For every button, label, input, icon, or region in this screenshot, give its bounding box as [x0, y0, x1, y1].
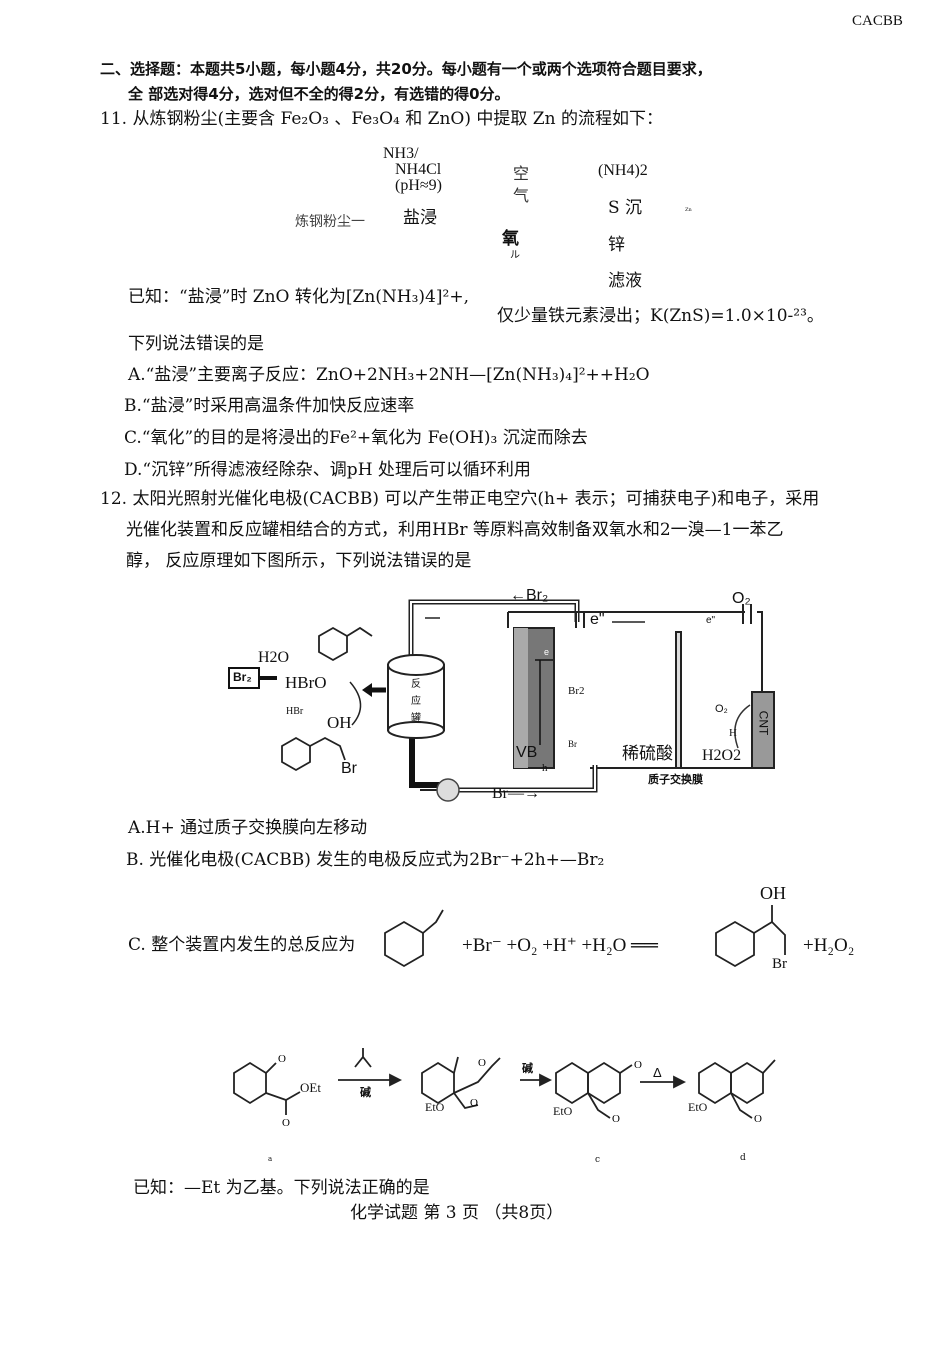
label-h2o: H2O	[258, 649, 290, 666]
label-eto: EtO	[553, 1104, 573, 1118]
label-base: 碱	[360, 1086, 371, 1099]
flow-reagent-ammonium-sulfide: (NH4)2	[598, 162, 648, 179]
label-tank: 罐	[411, 713, 421, 724]
flow-step-precipitate: 锌	[608, 235, 625, 255]
compound-label-c: c	[595, 1155, 601, 1165]
label-o2-cnt: O₂	[715, 703, 728, 715]
flow-filtrate: 滤液	[608, 271, 642, 291]
flow-step-leach: 盐浸	[403, 208, 437, 228]
q12-stem-line3: 醇， 反应原理如下图所示，下列说法错误的是	[126, 551, 472, 571]
svg-text:O: O	[634, 1059, 642, 1071]
q11-known: 已知：“盐浸”时 ZnO 转化为[Zn(NH₃)4]²+,	[128, 287, 469, 307]
q12-option-b: B. 光催化电极(CACBB) 发生的电极反应式为2Br⁻+2h+—Br₂	[126, 850, 605, 870]
q11-option-a: A.“盐浸”主要离子反应：ZnO+2NH₃+2NH—[Zn(NH₃)₄]²++H…	[128, 365, 650, 385]
compound-label-a: a	[268, 1155, 273, 1163]
flow-reagent1: NH4Cl	[395, 161, 442, 178]
label-eto: EtO	[688, 1100, 708, 1114]
label-electrode-e: e	[544, 647, 550, 657]
q12-stem-line2: 光催化装置和反应罐相结合的方式，利用HBr 等原料高效制备双氧水和2一溴—1一苯…	[126, 520, 784, 540]
label-h-cnt: H	[729, 727, 737, 739]
label-electron-right: e"	[706, 615, 716, 626]
label-tank: 反	[411, 679, 421, 690]
cnt-electrode	[751, 691, 775, 769]
section-instructions-line1: 二、选择题：本题共5小题，每小题4分，共20分。每小题有一个或两个选项符合题目要…	[100, 60, 712, 78]
q11-ask: 下列说法错误的是	[128, 334, 264, 354]
label-electrode-br2: Br2	[568, 685, 585, 697]
q11-option-c: C.“氧化”的目的是将浸出的Fe²+氧化为 Fe(OH)₃ 沉淀而除去	[124, 428, 588, 448]
svg-text:O: O	[278, 1053, 286, 1065]
q12-option-c-oh: OH	[760, 883, 786, 903]
label-br2-top: ←Br₂	[510, 587, 549, 604]
compound-c-structure	[555, 1061, 589, 1105]
reaction-tank	[387, 654, 445, 739]
compound-a-structure	[233, 1061, 267, 1105]
label-tank: 应	[411, 696, 421, 707]
compound-b-structure	[421, 1061, 455, 1105]
q12-option-c-br: Br	[772, 956, 787, 972]
svg-text:O: O	[754, 1113, 762, 1125]
label-oh: OH	[327, 713, 352, 732]
flow-product: Zn	[685, 207, 692, 213]
label-br2-box: Br₂	[233, 670, 252, 684]
flow-step-precipitate: S 沉	[608, 198, 643, 218]
label-vb: VB	[516, 744, 538, 761]
q12-option-c: C. 整个装置内发生的总反应为	[128, 935, 356, 955]
flow-reagent-air: 气	[513, 186, 530, 205]
compound-d-structure	[698, 1061, 732, 1105]
q12-option-c-equation: +Br⁻ +O₂ +H⁺ +H₂O ══	[462, 935, 658, 956]
label-br-bottom: Br—→	[492, 785, 540, 802]
q12-option-a: A.H+ 通过质子交换膜向左移动	[128, 818, 368, 838]
q13-known: 已知：—Et 为乙基。下列说法正确的是	[133, 1178, 430, 1198]
section-instructions-line2: 全 部选对得4分，选对但不全的得2分，有选错的得0分。	[128, 85, 510, 103]
q11-option-d: D.“沉锌”所得滤液经除杂、调pH 处理后可以循环利用	[124, 460, 531, 480]
label-electron: e"	[590, 611, 605, 628]
label-h2o2: H2O2	[702, 747, 742, 764]
label-hbro: HBrO	[285, 673, 327, 692]
label-dilute-sulfuric-acid: 稀硫酸	[622, 744, 673, 764]
flow-step-oxidize-tail: ル	[510, 250, 520, 261]
label-o2-top: O₂	[732, 590, 751, 607]
svg-text:O: O	[478, 1057, 486, 1069]
header-code: CACBB	[852, 13, 903, 29]
label-oet: OEt	[300, 1080, 321, 1095]
label-proton-exchange-membrane: 质子交换膜	[648, 773, 703, 786]
label-electrode-br: Br	[568, 739, 577, 749]
flow-reagent1: NH3/	[383, 145, 419, 162]
q12-option-c-h2o2: +H₂O₂	[803, 935, 855, 956]
label-hbr: HBr	[286, 706, 304, 717]
q11-stem: 11. 从炼钢粉尘(主要含 Fe₂O₃ 、Fe₃O₄ 和 ZnO) 中提取 Zn…	[100, 109, 663, 129]
label-heat: Δ	[653, 1065, 662, 1080]
label-base: 碱	[522, 1062, 533, 1075]
page-footer: 化学试题 第 3 页 （共8页）	[350, 1203, 564, 1223]
svg-text:O: O	[470, 1097, 478, 1109]
q11-known-ksp: 仅少量铁元素浸出；K(ZnS)=1.0×10-²³。	[497, 306, 824, 326]
flow-start: 炼钢粉尘一	[295, 214, 365, 230]
label-hole: h	[542, 762, 548, 774]
q11-option-b: B.“盐浸”时采用高温条件加快反应速率	[124, 396, 415, 416]
q12-stem-line1: 12. 太阳光照射光催化电极(CACBB) 可以产生带正电空穴(h+ 表示；可捕…	[100, 489, 820, 509]
pump	[436, 778, 460, 802]
svg-text:O: O	[282, 1117, 290, 1129]
flow-reagent-air: 空	[513, 164, 530, 183]
svg-text:O: O	[612, 1113, 620, 1125]
label-br: Br	[341, 760, 357, 777]
compound-label-d: d	[740, 1153, 746, 1163]
flow-step-oxidize: 氧	[502, 229, 519, 249]
label-eto: EtO	[425, 1100, 445, 1114]
flow-reagent1-ph: (pH≈9)	[395, 177, 442, 194]
